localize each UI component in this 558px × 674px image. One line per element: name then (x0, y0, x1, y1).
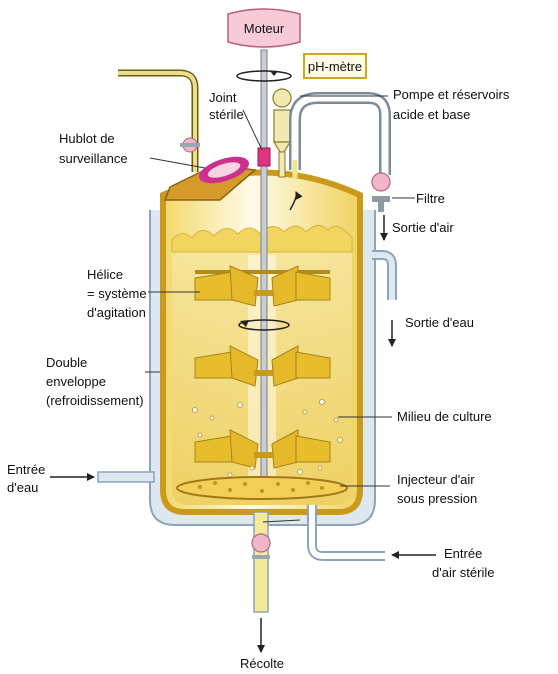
entree-eau-label-2: d'eau (7, 480, 38, 495)
injecteur-label-1: Injecteur d'air (397, 472, 475, 487)
injecteur-label-2: sous pression (397, 491, 477, 506)
water-inlet-pipe (97, 471, 155, 483)
ph-metre-label: pH-mètre (308, 59, 362, 74)
impeller-1 (194, 265, 331, 307)
entree-eau-label-1: Entrée (7, 462, 45, 477)
filtre-label: Filtre (416, 191, 445, 206)
flow-arrows (50, 191, 436, 653)
pump-pipe (289, 92, 391, 178)
harvest-outlet (251, 511, 271, 613)
helice-label-2: = système (87, 286, 147, 301)
impeller-2 (194, 345, 331, 387)
sortie-air-label: Sortie d'air (392, 220, 454, 235)
rotation-arrow-middle (238, 319, 290, 331)
leader-lines (145, 95, 415, 523)
impeller-3 (194, 429, 331, 469)
top-left-pipe (118, 69, 200, 172)
joint-sterile-label-1: Joint (209, 90, 237, 105)
entree-air-label-1: Entrée (444, 546, 482, 561)
pompe-label-1: Pompe et réservoirs (393, 87, 510, 102)
entree-air-label-2: d'air stérile (432, 565, 494, 580)
helice-label-1: Hélice (87, 267, 123, 282)
moteur-label: Moteur (244, 21, 285, 36)
recolte-label: Récolte (240, 656, 284, 671)
ph-metre-box: pH-mètre (303, 53, 367, 79)
ph-probe (272, 88, 292, 178)
sterile-air-pipe (307, 505, 385, 561)
sortie-eau-label: Sortie d'eau (405, 315, 474, 330)
water-outlet-pipe (372, 250, 397, 300)
hublot-label-2: surveillance (59, 151, 128, 166)
double-label-3: (refroidissement) (46, 393, 144, 408)
pompe-label-2: acide et base (393, 107, 470, 122)
hublot-porthole (199, 156, 249, 184)
helice-label-3: d'agitation (87, 305, 146, 320)
double-label-1: Double (46, 355, 87, 370)
labels: Joint stérile Pompe et réservoirs acide … (7, 87, 510, 671)
hublot-label-1: Hublot de (59, 131, 115, 146)
rotation-arrowhead (240, 320, 249, 327)
filtre-valve (371, 172, 391, 212)
moteur-box: Moteur (227, 8, 301, 48)
milieu-label: Milieu de culture (397, 409, 492, 424)
double-label-2: enveloppe (46, 374, 106, 389)
joint-sterile-label-2: stérile (209, 107, 244, 122)
rotation-arrow-top (236, 70, 292, 82)
air-injector-plate (176, 476, 348, 500)
